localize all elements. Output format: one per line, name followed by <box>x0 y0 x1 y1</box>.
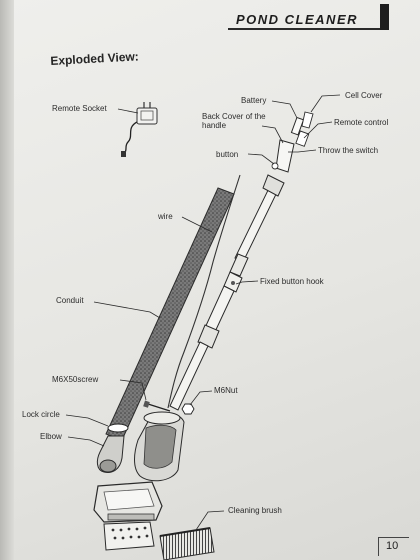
label-remote-socket: Remote Socket <box>52 104 107 113</box>
page-number: 10 <box>386 540 399 552</box>
label-wire: wire <box>158 212 173 221</box>
remote-socket-part <box>121 102 158 157</box>
label-cleaning-brush: Cleaning brush <box>228 506 282 515</box>
wire-part <box>167 174 241 409</box>
page-number-box <box>378 537 409 556</box>
label-remote-control: Remote control <box>334 118 389 127</box>
label-m6-nut: M6Nut <box>214 386 238 395</box>
handle-assembly <box>93 111 314 551</box>
page-binding-shadow <box>0 0 14 560</box>
label-m6x50-screw: M6X50screw <box>52 375 99 384</box>
label-back-cover: Back Cover of the handle <box>202 112 266 130</box>
label-conduit: Conduit <box>56 296 84 305</box>
cleaning-brush-part <box>159 527 215 560</box>
label-battery: Battery <box>241 96 267 105</box>
header-bar <box>380 4 389 30</box>
header-rule <box>228 28 382 30</box>
label-cell-cover: Cell Cover <box>345 91 383 100</box>
label-button: button <box>216 150 239 159</box>
label-lock-circle: Lock circle <box>22 410 60 419</box>
label-elbow: Elbow <box>40 432 62 441</box>
header-title: POND CLEANER <box>236 12 359 27</box>
label-throw-switch: Throw the switch <box>318 146 379 155</box>
leader-lines <box>65 94 341 531</box>
label-fixed-button-hook: Fixed button hook <box>260 277 324 286</box>
